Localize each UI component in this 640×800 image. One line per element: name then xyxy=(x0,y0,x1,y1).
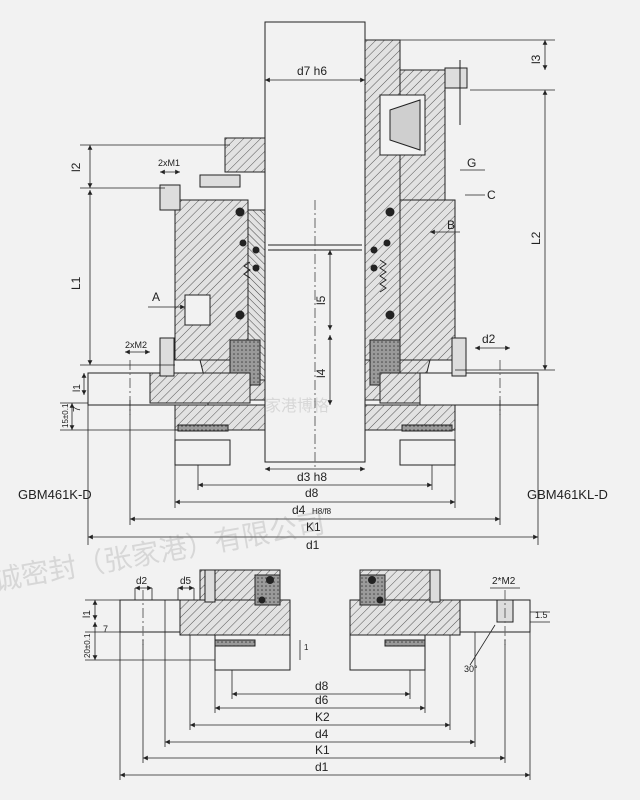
label-d1: d1 xyxy=(306,538,320,552)
bottom-labels: d2 d5 2*M2 l1 7 20±0.1 1.5 1 30° d8 d6 K… xyxy=(82,576,548,774)
label-b-1-5: 1.5 xyxy=(535,610,548,620)
model-label-right: GBM461KL-D xyxy=(527,487,608,502)
label-L2: L2 xyxy=(529,231,543,245)
top-labels: d7 h6 d3 h8 d8 d4 H8/f8 K1 d1 L1 l2 l3 L… xyxy=(61,54,543,552)
top-dimensions xyxy=(60,39,555,545)
label-2xM2: 2xM2 xyxy=(125,340,147,350)
label-B: B xyxy=(447,218,455,232)
label-K1: K1 xyxy=(306,520,321,534)
label-l3: l3 xyxy=(529,54,543,64)
label-L1: L1 xyxy=(69,276,83,290)
model-label-left: GBM461K-D xyxy=(18,487,92,502)
label-d3: d3 h8 xyxy=(297,470,327,484)
label-C: C xyxy=(487,188,496,202)
label-b-d1: d1 xyxy=(315,760,329,774)
label-d4-tol: H8/f8 xyxy=(312,507,332,516)
label-b-1: 1 xyxy=(304,643,309,652)
label-d4: d4 xyxy=(292,503,306,517)
label-b-K1: K1 xyxy=(315,743,330,757)
label-b-l1: l1 xyxy=(82,610,93,618)
label-d2: d2 xyxy=(482,332,496,346)
label-l5: l5 xyxy=(314,295,328,305)
label-d7: d7 h6 xyxy=(297,64,327,78)
label-b-2M2: 2*M2 xyxy=(492,576,516,587)
label-l4: l4 xyxy=(314,368,328,378)
label-7: 7 xyxy=(72,406,83,412)
label-b-20: 20±0.1 xyxy=(83,633,92,658)
label-15: 15±0.1 xyxy=(61,403,70,428)
label-b-30: 30° xyxy=(464,664,478,674)
label-2xM1: 2xM1 xyxy=(158,158,180,168)
label-G: G xyxy=(467,156,476,170)
label-b-7: 7 xyxy=(103,624,108,634)
top-section-view xyxy=(87,21,539,470)
label-b-d5: d5 xyxy=(180,576,192,587)
watermark-brand: 家港博格 xyxy=(265,396,330,415)
label-b-d2: d2 xyxy=(136,576,148,587)
bottom-dimensions xyxy=(85,585,550,780)
label-l2: l2 xyxy=(69,162,83,172)
label-b-d8: d8 xyxy=(315,679,329,693)
bottom-section-view xyxy=(119,569,531,671)
label-A: A xyxy=(152,290,160,304)
label-b-d6: d6 xyxy=(315,693,329,707)
label-l1: l1 xyxy=(72,384,83,392)
label-b-d4: d4 xyxy=(315,727,329,741)
label-b-K2: K2 xyxy=(315,710,330,724)
label-d8: d8 xyxy=(305,486,319,500)
